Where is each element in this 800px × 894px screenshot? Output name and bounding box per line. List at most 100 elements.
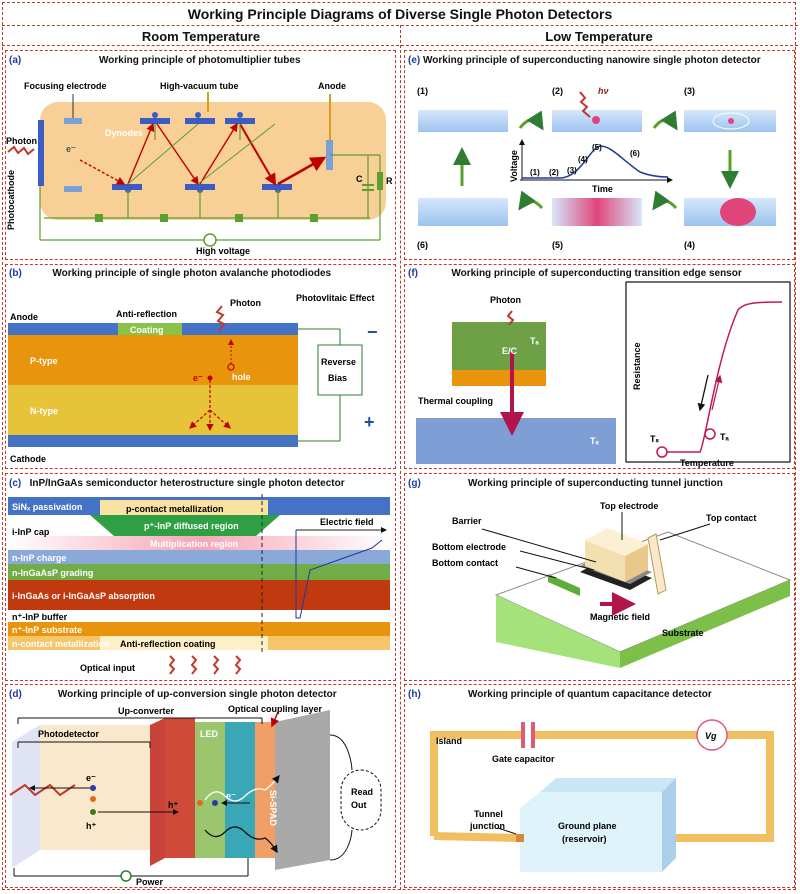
grading-layer bbox=[8, 564, 390, 580]
label-c: C bbox=[356, 174, 363, 184]
ptype-layer bbox=[8, 335, 298, 385]
label-time: Time bbox=[592, 184, 613, 194]
ts-marker bbox=[656, 446, 668, 458]
top-electrode-side bbox=[625, 544, 648, 582]
substrate-front bbox=[496, 595, 620, 668]
ground-plane-front bbox=[520, 792, 662, 872]
reverse-bias-box bbox=[317, 344, 363, 396]
panel-d-letter: (d) bbox=[9, 689, 22, 700]
label-reverse: Reverse bbox=[321, 357, 356, 367]
dynode-bottom-1 bbox=[112, 184, 142, 190]
substrate-side bbox=[620, 580, 790, 668]
qcd-diagram: Island Gate capacitor Vg Tunnel junction… bbox=[430, 719, 774, 872]
interconnect-slab bbox=[150, 718, 165, 866]
label-top-electrode: Top electrode bbox=[600, 501, 658, 511]
label-r: R bbox=[386, 176, 393, 186]
label-photodetector: Photodetector bbox=[38, 729, 99, 739]
label-sinx: SiNₓ passivation bbox=[12, 502, 82, 512]
top-contact-strip bbox=[647, 533, 667, 595]
label-effect: Photovlitaic Effect bbox=[296, 293, 375, 303]
column-divider bbox=[400, 25, 401, 890]
panel-h-title-text: Working principle of quantum capacitance… bbox=[468, 689, 712, 700]
load-resistor bbox=[377, 172, 383, 190]
hotspot-ring bbox=[712, 112, 750, 130]
ta-marker bbox=[704, 428, 716, 440]
label-photocathode: Photocathode bbox=[6, 170, 16, 230]
photocathode-plate bbox=[38, 120, 44, 186]
dynode-node-4 bbox=[152, 112, 158, 118]
dynode-nodes bbox=[125, 112, 281, 193]
hotspot-core bbox=[728, 118, 734, 124]
graph-label-6: (6) bbox=[630, 149, 640, 158]
resistive-domain bbox=[720, 198, 756, 226]
island-bottom-arm bbox=[433, 832, 521, 842]
cascade-path-6 bbox=[277, 156, 327, 186]
pmt-diagram: Focusing electrode High-vacuum tube Anod… bbox=[6, 81, 393, 256]
led-electron bbox=[212, 800, 218, 806]
resistor-1 bbox=[95, 214, 103, 222]
label-antireflection: Anti-reflection bbox=[116, 309, 177, 319]
label-bias: Bias bbox=[328, 373, 347, 383]
dynode-node-6 bbox=[237, 112, 243, 118]
absorption-layer bbox=[8, 580, 390, 610]
label-electron-d2: e⁻ bbox=[226, 791, 236, 801]
figure-title: Working Principle Diagrams of Diverse Si… bbox=[187, 6, 613, 22]
bottom-contact-pointer bbox=[515, 566, 557, 579]
state-arrows bbox=[453, 110, 739, 211]
label-ncontact: n-contact metallization bbox=[12, 639, 110, 649]
label-mult: Multiplication region bbox=[150, 539, 238, 549]
panel-g bbox=[404, 473, 795, 681]
label-ec: E/C bbox=[502, 346, 518, 356]
label-ts: Tₛ bbox=[590, 436, 599, 446]
avalanche-right bbox=[209, 409, 231, 429]
led-cap-slab bbox=[225, 722, 255, 858]
tes-diagram: Photon E/C Tₐ Thermal coupling Tₛ Resist… bbox=[416, 281, 791, 468]
panel-h-title: (h) Working principle of quantum capacit… bbox=[408, 689, 712, 700]
panel-a-title-text: Working principle of photomultiplier tub… bbox=[99, 55, 301, 66]
cascade-path-3 bbox=[156, 123, 199, 186]
tunnel-junction-marker bbox=[516, 834, 524, 842]
pdiffused-region bbox=[90, 515, 280, 536]
state-label-6: (6) bbox=[417, 240, 428, 250]
label-electron-b: e⁻ bbox=[193, 373, 203, 383]
emitted-photon-1 bbox=[204, 774, 280, 802]
voltage-pulse bbox=[522, 145, 669, 179]
label-photon: Photon bbox=[6, 136, 37, 146]
panel-d-title-text: Working principle of up-conversion singl… bbox=[57, 689, 337, 700]
focusing-electrode-bottom bbox=[64, 186, 82, 192]
arrow-5-to-6 bbox=[518, 190, 544, 211]
state-5-wire bbox=[552, 198, 642, 226]
label-buffer: n⁺-InP buffer bbox=[12, 612, 68, 622]
label-electron: e⁻ bbox=[66, 144, 76, 154]
rt-plot-box bbox=[625, 281, 791, 463]
label-anode: Anode bbox=[318, 81, 346, 91]
hole-particle bbox=[90, 809, 96, 815]
label-thermal: Thermal coupling bbox=[418, 396, 493, 406]
panel-e-title-text: Working principle of superconducting nan… bbox=[423, 55, 761, 66]
tes-film bbox=[452, 370, 546, 386]
dynode-node-5 bbox=[195, 112, 201, 118]
anode-electrode bbox=[326, 140, 333, 170]
panel-a bbox=[5, 50, 396, 260]
photon-arrow-icon bbox=[215, 305, 226, 332]
spad-slab bbox=[275, 710, 330, 870]
label-anode-b: Anode bbox=[10, 312, 38, 322]
ground-plane-side bbox=[662, 778, 676, 872]
state-label-5: (5) bbox=[552, 240, 563, 250]
panel-e-title: (e) Working principle of superconducting… bbox=[408, 55, 761, 66]
resistor-2 bbox=[160, 214, 168, 222]
label-absorption: i-InGaAs or i-InGaAsP absorption bbox=[12, 591, 155, 601]
graph-label-3: (3) bbox=[567, 166, 577, 175]
top-electrode-top bbox=[585, 528, 648, 556]
label-top-contact: Top contact bbox=[706, 513, 756, 523]
label-upconverter: Up-converter bbox=[118, 706, 175, 716]
led-base-slab bbox=[165, 718, 195, 858]
dynode-top-3 bbox=[225, 118, 255, 124]
photon-wave bbox=[7, 145, 35, 156]
rt-curve bbox=[662, 301, 783, 453]
state-1-wire bbox=[418, 110, 508, 132]
island-right-arm bbox=[534, 731, 774, 842]
island-left-arm bbox=[430, 731, 522, 836]
label-substrate-c: n⁺-InP substrate bbox=[12, 625, 82, 635]
